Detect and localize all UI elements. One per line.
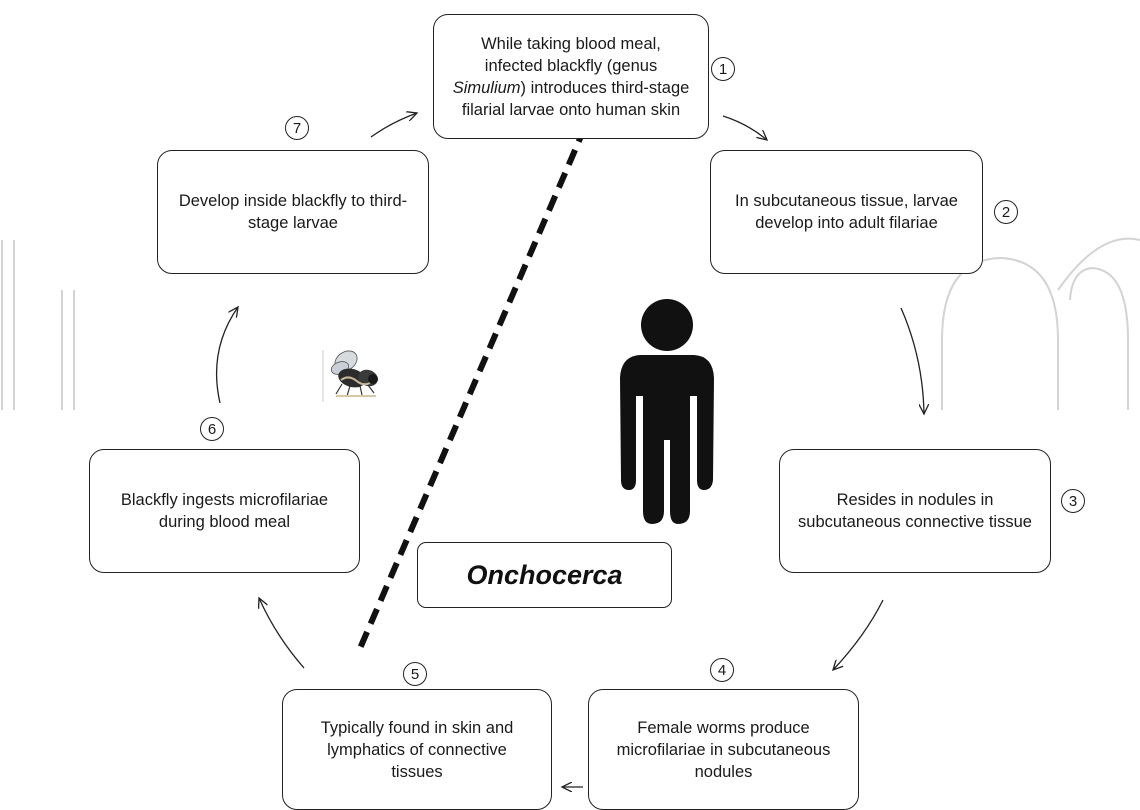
- host-vector-divider: [355, 125, 588, 655]
- human-figure-icon: [620, 299, 714, 524]
- arrow-5-to-6: [259, 598, 305, 669]
- step-4-box: Female worms produce microfilariae in su…: [588, 689, 859, 810]
- arrow-6-to-7: [215, 307, 238, 404]
- step-3-box: Resides in nodules in subcutaneous conne…: [779, 449, 1051, 573]
- step-2-text: In subcutaneous tissue, larvae develop i…: [735, 192, 958, 232]
- cycle-arrows: [215, 113, 924, 787]
- step-5-box: Typically found in skin and lymphatics o…: [282, 689, 552, 810]
- step-5-number: 5: [403, 662, 427, 686]
- watermark: [1, 237, 1140, 410]
- step-7-number: 7: [285, 116, 309, 140]
- diagram-title-box: Onchocerca: [417, 542, 672, 608]
- step-4-number: 4: [710, 658, 734, 682]
- step-5-text: Typically found in skin and lymphatics o…: [320, 718, 514, 781]
- arrow-1-to-2: [722, 115, 767, 140]
- step-3-number: 3: [1061, 489, 1085, 513]
- arrow-3-to-4: [833, 599, 884, 670]
- blackfly-icon: [322, 350, 378, 402]
- step-4-text: Female worms produce microfilariae in su…: [616, 718, 831, 781]
- step-2-number: 2: [994, 200, 1018, 224]
- diagram-title: Onchocerca: [466, 559, 623, 590]
- step-3-text: Resides in nodules in subcutaneous conne…: [798, 491, 1032, 531]
- step-6-box: Blackfly ingests microfilariae during bl…: [89, 449, 360, 573]
- arrow-2-to-3: [900, 307, 924, 414]
- step-6-text: Blackfly ingests microfilariae during bl…: [120, 491, 329, 531]
- step-6-number: 6: [200, 417, 224, 441]
- step-1-text: While taking blood meal, infected blackf…: [452, 34, 690, 119]
- step-1-number: 1: [711, 57, 735, 81]
- step-1-box: While taking blood meal, infected blackf…: [433, 14, 709, 139]
- step-7-text: Develop inside blackfly to third-stage l…: [178, 192, 408, 232]
- step-2-box: In subcutaneous tissue, larvae develop i…: [710, 150, 983, 274]
- arrow-7-to-1: [370, 113, 417, 138]
- step-7-box: Develop inside blackfly to third-stage l…: [157, 150, 429, 274]
